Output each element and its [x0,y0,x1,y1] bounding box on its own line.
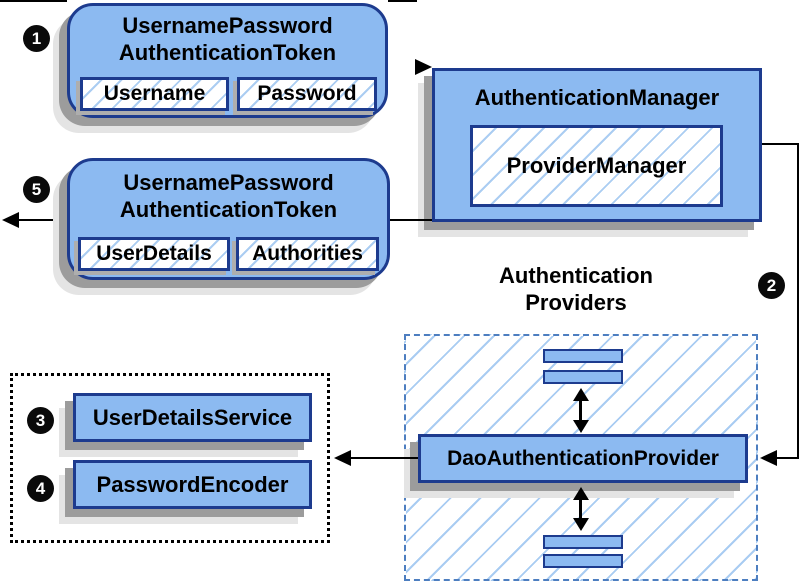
arrowhead-right-icon [415,59,432,75]
connector-dao-bars [579,498,582,520]
arrowhead-left-icon [334,450,351,466]
arrowhead-down-icon [573,518,589,531]
request-token-title-line1: UsernamePassword [122,13,333,38]
connector-bars-dao [579,399,582,423]
user-details-service-label: UserDetailsService [92,404,293,430]
arrowhead-left-icon [760,450,777,466]
user-details-service-node: UserDetailsService [73,393,312,442]
arrowhead-up-icon [573,388,589,401]
arrowhead-left-icon [2,212,19,228]
step-number: 5 [31,180,42,199]
provider-manager-label: ProviderManager [506,153,687,178]
connector-token-to-manager [388,0,417,2]
request-token-node: UsernamePassword AuthenticationToken Use… [67,3,388,118]
connector-manager-out-top [762,143,798,145]
provider-manager-node: ProviderManager [470,125,723,207]
step-number: 4 [35,479,46,498]
password-field-label: Password [257,82,357,105]
authentication-providers-title: Authentication Providers [446,262,706,316]
password-field-box: Password [237,77,377,111]
connector-manager-to-result [390,219,432,221]
step-number: 3 [35,411,46,430]
authorities-field-label: Authorities [252,242,363,265]
arrowhead-down-icon [573,420,589,433]
connector-dao-to-collaborators [349,457,418,459]
userdetails-field-label: UserDetails [96,242,212,265]
provider-stack-bar [543,349,623,363]
userdetails-field-box: UserDetails [78,237,230,271]
username-field-box: Username [80,77,229,111]
connector-incoming-request [0,0,67,2]
step-badge-1: 1 [23,25,50,52]
authentication-providers-title-line1: Authentication [499,263,653,288]
username-field-label: Username [103,82,206,105]
result-token-title: UsernamePassword AuthenticationToken [70,161,387,223]
password-encoder-node: PasswordEncoder [73,460,312,509]
password-encoder-label: PasswordEncoder [96,471,289,497]
authentication-manager-node: AuthenticationManager ProviderManager [432,68,762,222]
result-token-node: UsernamePassword AuthenticationToken Use… [67,158,390,280]
step-badge-4: 4 [27,475,54,502]
authorities-field-box: Authorities [236,237,379,271]
collaborators-container [10,373,330,543]
provider-stack-bar [543,554,623,568]
authentication-providers-title-line2: Providers [525,290,627,315]
step-badge-3: 3 [27,407,54,434]
provider-stack-bar [543,370,623,384]
step-badge-5: 5 [23,176,50,203]
request-token-title-line2: AuthenticationToken [118,40,337,65]
provider-stack-bar [543,535,623,549]
dao-authentication-provider-node: DaoAuthenticationProvider [418,434,748,483]
step-number: 2 [766,276,777,295]
dao-authentication-provider-label: DaoAuthenticationProvider [447,446,719,470]
step-number: 1 [31,29,42,48]
authentication-manager-title: AuthenticationManager [474,85,720,110]
connector-result-out [17,219,67,221]
result-token-title-line2: AuthenticationToken [119,197,338,222]
connector-manager-down [797,143,799,458]
result-token-title-line1: UsernamePassword [123,170,334,195]
step-badge-2: 2 [758,272,785,299]
arrowhead-up-icon [573,487,589,500]
request-token-title: UsernamePassword AuthenticationToken [70,6,385,66]
connector-into-dao [775,457,799,459]
